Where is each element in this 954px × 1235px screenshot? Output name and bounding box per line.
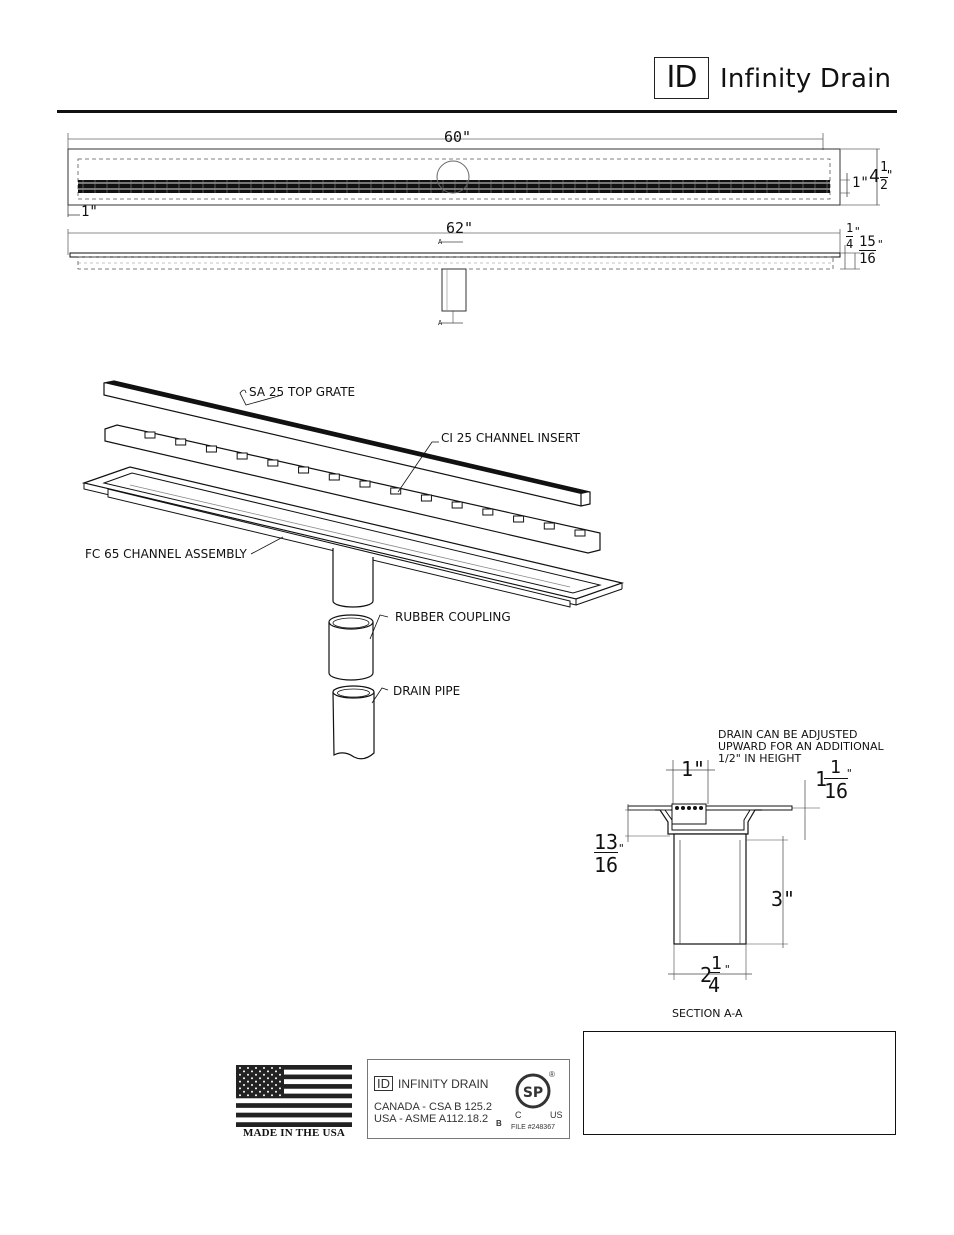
- section-grate-dim: 1": [681, 757, 706, 781]
- label-rubber-coupling: RUBBER COUPLING: [395, 610, 511, 624]
- cert-brand: INFINITY DRAIN: [398, 1077, 489, 1091]
- side-height-unit: ": [877, 238, 884, 251]
- top-overall-width-unit: ": [886, 168, 894, 182]
- section-mark-top: A: [438, 238, 443, 246]
- top-overall-width-den: 2: [880, 177, 888, 193]
- header-rule: [57, 110, 897, 113]
- rubber-coupling: [328, 614, 374, 681]
- section-outlet-den: 4: [708, 972, 721, 997]
- section-depth-num: 1: [830, 757, 841, 778]
- section-note-line1: DRAIN CAN BE ADJUSTED: [718, 728, 858, 741]
- top-grate-width-dim: 1": [852, 175, 869, 191]
- section-note-line3: 1/2" IN HEIGHT: [718, 752, 802, 765]
- certification-badge: ID INFINITY DRAIN CANADA - CSA B 125.2 U…: [367, 1059, 570, 1139]
- drain-pipe: [332, 685, 375, 760]
- section-view-drawing: [625, 760, 820, 980]
- top-overall-width-whole: 4: [869, 166, 880, 187]
- cert-brand-mark: ID: [374, 1076, 393, 1091]
- section-depth-whole: 1: [815, 767, 828, 791]
- label-channel-insert: CI 25 CHANNEL INSERT: [441, 431, 580, 445]
- exploded-view-drawing: [81, 380, 625, 760]
- section-flange-num: 13: [594, 830, 619, 854]
- cert-grade: B: [496, 1119, 502, 1128]
- top-overall-width-num: 1: [880, 160, 888, 175]
- label-channel-assembly: FC 65 CHANNEL ASSEMBLY: [85, 547, 247, 561]
- channel-assembly: [81, 466, 625, 608]
- section-outlet-unit: ": [724, 963, 731, 976]
- section-outlet-num: 1: [711, 953, 722, 974]
- section-outlet-whole: 2: [700, 963, 713, 987]
- label-drain-pipe: DRAIN PIPE: [393, 684, 461, 698]
- top-length-dim: 60": [444, 128, 472, 146]
- top-end-offset-dim: 1": [81, 204, 98, 220]
- section-note-line2: UPWARD FOR AN ADDITIONAL: [718, 740, 884, 753]
- notes-box: [583, 1031, 896, 1135]
- section-depth-den: 16: [824, 778, 849, 803]
- section-caption: SECTION A-A: [672, 1007, 743, 1020]
- section-outlet-height: 3": [771, 887, 796, 911]
- side-flange-den: 4: [846, 236, 854, 251]
- brand-name: Infinity Drain: [720, 64, 892, 94]
- csa-us: US: [550, 1110, 563, 1120]
- side-flange-unit: ": [854, 225, 861, 238]
- side-view-drawing: [67, 229, 860, 324]
- side-flange-num: 1: [846, 221, 854, 235]
- section-depth-unit: ": [846, 767, 853, 780]
- section-mark-bottom: A: [438, 319, 443, 327]
- side-height-num: 15: [859, 234, 876, 250]
- top-grate: [103, 380, 591, 507]
- section-flange-unit: ": [618, 842, 625, 855]
- cert-line1: CANADA - CSA B 125.2: [374, 1101, 492, 1113]
- made-in-usa-text: MADE IN THE USA: [242, 1127, 346, 1139]
- side-height-den: 16: [859, 250, 876, 267]
- csa-file: FILE #248367: [511, 1124, 555, 1131]
- brand-logo-mark: ID: [654, 57, 709, 99]
- outlet-pipe: [332, 548, 374, 608]
- cert-line2: USA - ASME A112.18.2: [374, 1113, 489, 1125]
- top-view-drawing: [67, 133, 880, 217]
- channel-insert: [104, 424, 601, 554]
- side-length-dim: 62": [446, 219, 474, 237]
- csa-registered: ®: [549, 1070, 555, 1079]
- csa-mark-icon: SP: [515, 1073, 551, 1109]
- section-flange-den: 16: [594, 852, 619, 877]
- label-top-grate: SA 25 TOP GRATE: [249, 385, 356, 399]
- svg-text:SP: SP: [523, 1085, 543, 1101]
- csa-c: C: [515, 1110, 522, 1120]
- usa-flag-icon: [236, 1065, 352, 1127]
